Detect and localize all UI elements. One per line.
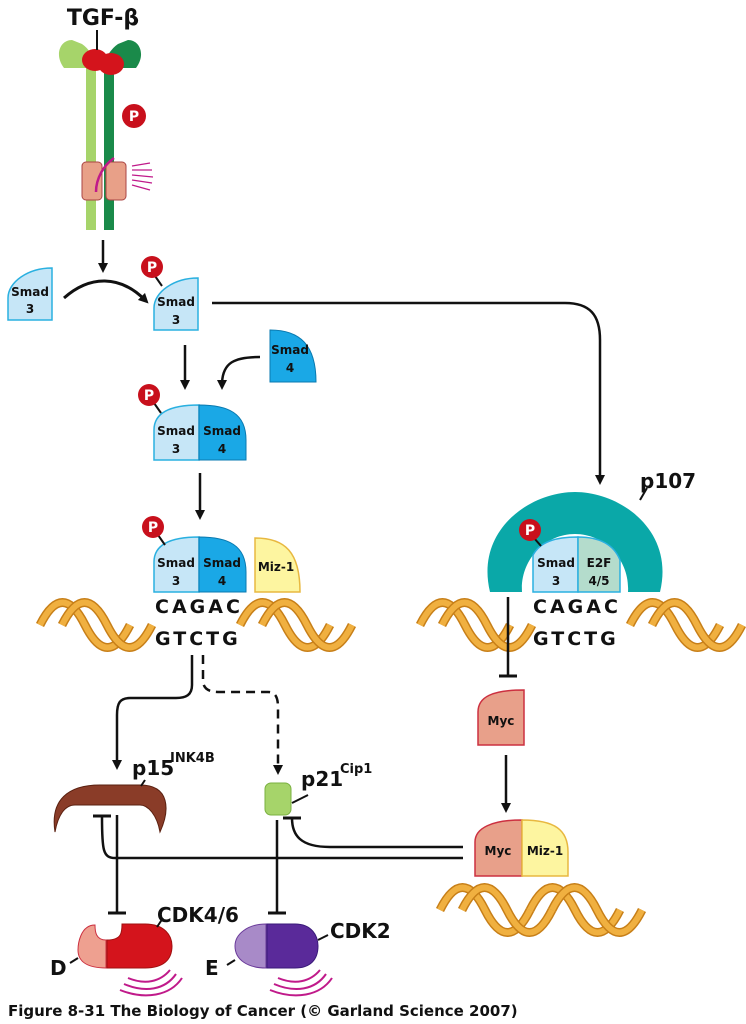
svg-text:Cip1: Cip1 <box>340 762 372 777</box>
dna-bottom-strand-left: GTCTG <box>155 628 241 650</box>
myc-miz1-complex: Myc Miz-1 <box>474 819 569 877</box>
svg-text:p21: p21 <box>301 767 343 791</box>
svg-text:Smad: Smad <box>11 285 49 299</box>
phospho-label: P <box>129 109 139 125</box>
arrow-to-p15 <box>112 655 194 770</box>
svg-text:Myc: Myc <box>485 844 512 858</box>
smad3-smad4-complex: Smad 3 Smad 4 P <box>138 384 247 461</box>
smad-complex-on-dna: Smad 3 Smad 4 P <box>142 516 247 593</box>
smad3-unphosphorylated: Smad 3 <box>7 267 53 321</box>
arrow-smad3-to-p107 <box>212 301 605 485</box>
cdk2-cyclinE: E CDK2 <box>205 919 391 997</box>
dna-helix-left: CAGAC GTCTG <box>40 596 352 650</box>
phospho-icon <box>138 384 160 406</box>
p107-shape <box>487 492 663 592</box>
dna-top-strand-left: CAGAC <box>155 596 243 618</box>
e2f-in-p107 <box>577 536 621 593</box>
p107-label: p107 <box>640 469 696 493</box>
kinase-domain-right <box>105 161 127 201</box>
tgf-beta-receptor: TGF-β P <box>58 6 154 230</box>
svg-text:3: 3 <box>172 313 180 327</box>
arrow-phosphorylation <box>63 279 149 304</box>
dna-helix-right: CAGAC GTCTG <box>420 596 742 650</box>
svg-text:P: P <box>148 520 158 536</box>
svg-text:Smad: Smad <box>157 424 195 438</box>
svg-text:P: P <box>144 388 154 404</box>
svg-text:P: P <box>525 523 535 539</box>
activity-arcs <box>119 969 183 997</box>
svg-text:p15: p15 <box>132 756 174 780</box>
svg-text:3: 3 <box>172 574 180 588</box>
svg-text:Myc: Myc <box>488 714 515 728</box>
svg-text:4: 4 <box>218 574 226 588</box>
svg-text:E2F: E2F <box>587 556 612 570</box>
smad4-free: Smad 4 <box>269 329 317 383</box>
cdk46-cyclinD: D CDK4/6 <box>50 903 239 997</box>
cyclin-e-label: E <box>205 956 219 980</box>
svg-text:Smad: Smad <box>271 343 309 357</box>
svg-text:Smad: Smad <box>203 556 241 570</box>
phospho-icon <box>122 104 146 128</box>
svg-text:4: 4 <box>218 442 226 456</box>
svg-text:Smad: Smad <box>157 295 195 309</box>
svg-text:Miz-1: Miz-1 <box>527 844 563 858</box>
phospho-icon <box>519 519 541 541</box>
miz1-left: Miz-1 <box>254 537 301 593</box>
transphosphorylation-arrow <box>94 156 115 193</box>
svg-text:3: 3 <box>552 574 560 588</box>
svg-text:P: P <box>147 260 157 276</box>
svg-text:Miz-1: Miz-1 <box>258 560 294 574</box>
activity-lines <box>131 162 154 191</box>
dashed-arrow-to-p21 <box>201 655 283 775</box>
tgf-beta-ligand <box>82 49 124 75</box>
figure-caption: Figure 8-31 The Biology of Cancer (© Gar… <box>8 1002 518 1020</box>
repression-myc-to-p21 <box>290 817 463 849</box>
svg-text:3: 3 <box>26 302 34 316</box>
p21-cip1: p21 Cip1 <box>264 762 372 816</box>
dna-top-strand-right: CAGAC <box>533 596 621 618</box>
repression-myc-to-p15 <box>100 816 463 860</box>
p107-complex: p107 Smad 3 E2F 4/5 P <box>487 469 696 593</box>
svg-text:Smad: Smad <box>157 556 195 570</box>
p15-ink4b: p15 INK4B <box>53 751 215 834</box>
dna-helix-bottom <box>440 888 642 933</box>
activity-arcs <box>269 969 333 997</box>
dna-bottom-strand-right: GTCTG <box>533 628 619 650</box>
arrow-smad4-to-complex <box>217 355 261 390</box>
phospho-icon <box>141 256 163 278</box>
phospho-icon <box>142 516 164 538</box>
svg-text:4: 4 <box>286 361 294 375</box>
svg-text:INK4B: INK4B <box>170 751 215 766</box>
kinase-domain-left <box>81 161 103 201</box>
cdk46-label: CDK4/6 <box>157 903 239 927</box>
tgf-beta-label: TGF-β <box>67 6 139 31</box>
svg-text:4/5: 4/5 <box>588 574 609 588</box>
svg-text:Smad: Smad <box>203 424 241 438</box>
cyclin-d-label: D <box>50 956 67 980</box>
smad3-phosphorylated: Smad 3 P <box>141 256 199 331</box>
svg-text:3: 3 <box>172 442 180 456</box>
svg-text:Smad: Smad <box>537 556 575 570</box>
cdk2-label: CDK2 <box>330 919 391 943</box>
myc-free: Myc <box>477 689 525 746</box>
